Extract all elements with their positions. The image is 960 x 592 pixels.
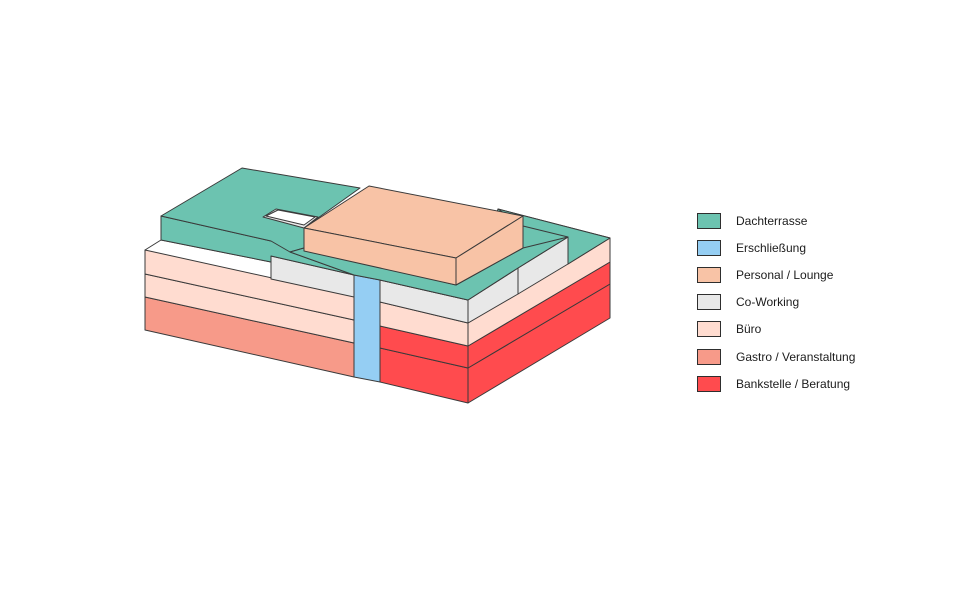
legend-swatch bbox=[697, 348, 721, 365]
legend-item-dachterrasse: Dachterrasse bbox=[697, 207, 855, 234]
legend: Dachterrasse Erschließung Personal / Lou… bbox=[697, 207, 855, 397]
legend-label: Co-Working bbox=[736, 295, 800, 310]
legend-item-buero: Büro bbox=[697, 316, 855, 343]
legend-label: Gastro / Veranstaltung bbox=[736, 349, 856, 364]
legend-item-coworking: Co-Working bbox=[697, 289, 855, 316]
legend-swatch bbox=[697, 266, 721, 283]
personal-lounge-side bbox=[455, 215, 524, 286]
legend-swatch bbox=[697, 212, 721, 229]
roof-light-well-inner bbox=[265, 209, 316, 226]
legend-item-erschliessung: Erschließung bbox=[697, 234, 855, 261]
legend-swatch bbox=[697, 294, 721, 311]
legend-label: Personal / Lounge bbox=[736, 267, 834, 282]
legend-item-personal-lounge: Personal / Lounge bbox=[697, 261, 855, 288]
legend-item-bankstelle: Bankstelle / Beratung bbox=[697, 370, 855, 397]
legend-label: Erschließung bbox=[736, 240, 807, 255]
legend-swatch bbox=[697, 375, 721, 392]
legend-label: Bankstelle / Beratung bbox=[736, 376, 851, 391]
legend-swatch bbox=[697, 321, 721, 338]
legend-swatch bbox=[697, 239, 721, 256]
legend-item-gastro: Gastro / Veranstaltung bbox=[697, 343, 855, 370]
erschliessung-core bbox=[353, 274, 381, 383]
legend-label: Büro bbox=[736, 322, 762, 337]
legend-label: Dachterrasse bbox=[736, 213, 808, 228]
